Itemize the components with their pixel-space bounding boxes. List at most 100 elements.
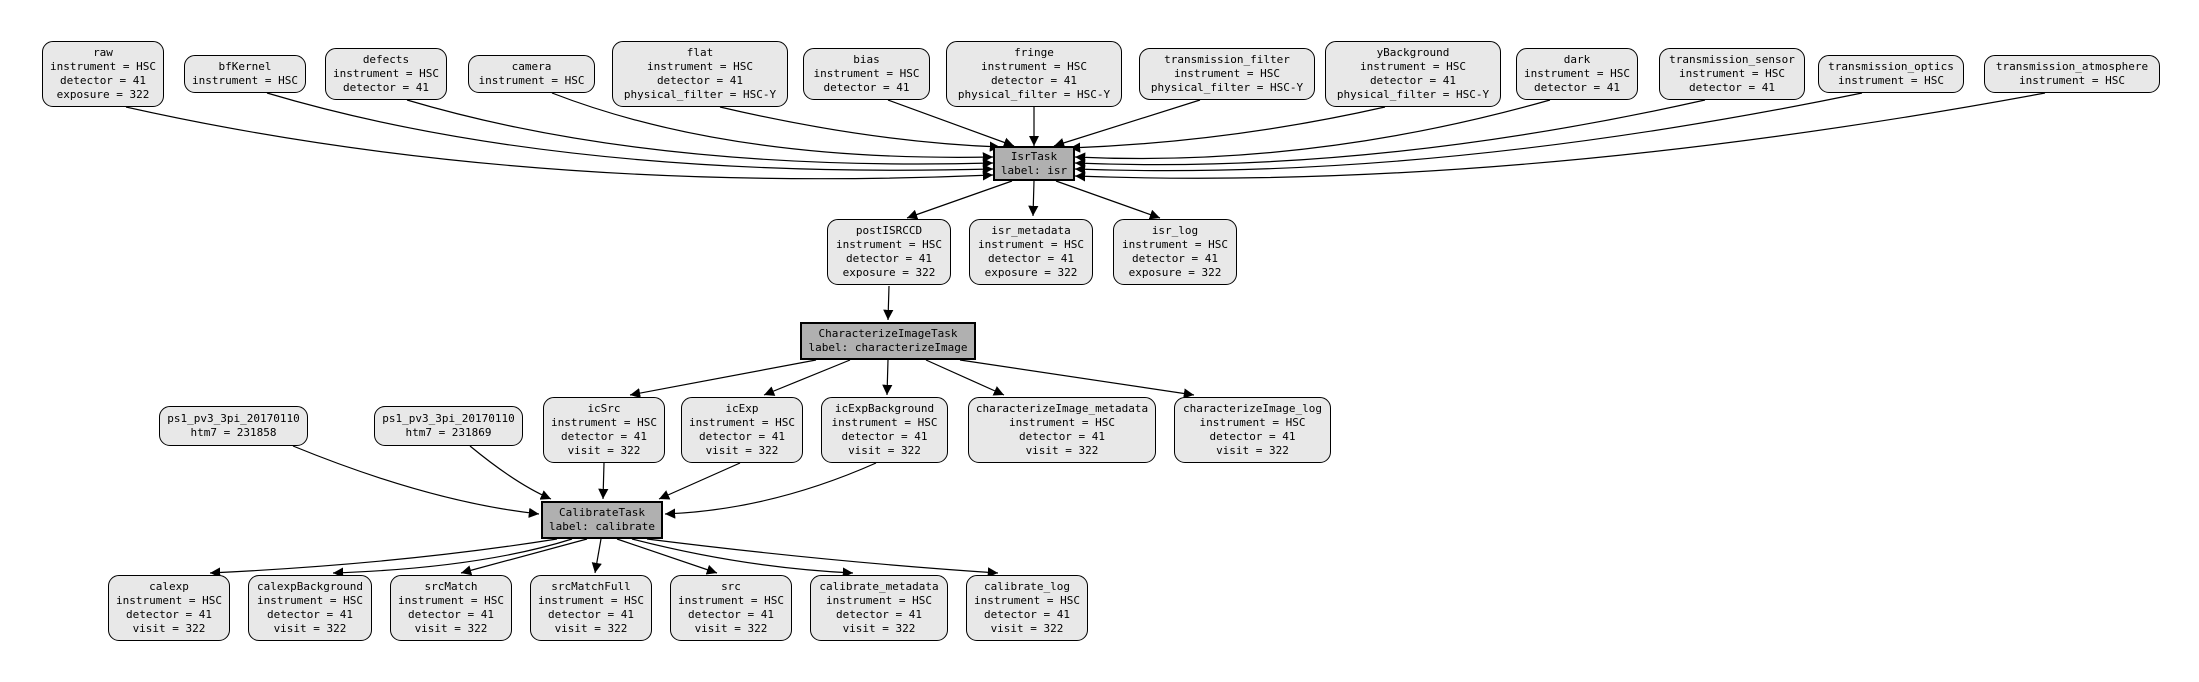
node-attr-line: instrument = HSC (1679, 67, 1785, 80)
node-title: srcMatchFull (551, 580, 631, 593)
node-attr-line: physical_filter = HSC-Y (1336, 88, 1490, 101)
node-title: transmission_sensor (1669, 53, 1795, 66)
node-attr-line: instrument = HSC (538, 594, 644, 607)
node-title: ps1_pv3_3pi_20170110 (382, 412, 515, 425)
node-title: isr_log (1151, 224, 1199, 237)
node-transmission_optics: transmission_optics instrument = HSC (1818, 55, 1964, 93)
node-attr-line: instrument = HSC (831, 416, 938, 429)
edge-characterizeImage-metadata (925, 359, 1005, 396)
node-attr-line: exposure = 322 (842, 266, 936, 279)
node-title: srcMatch (424, 580, 478, 593)
node-attr-line: detector = 41 (59, 74, 147, 87)
edge-calibrate-srcMatchFull (591, 538, 602, 574)
node-title: calibrate_metadata (819, 580, 939, 593)
node-attr-line: detector = 41 (656, 74, 744, 87)
node-title: fringe (1014, 46, 1054, 59)
node-title: icExp (725, 402, 759, 415)
node-attr-line: visit = 322 (132, 622, 206, 635)
edge-transmission_atmosphere-isr (1074, 92, 2046, 182)
node-title: transmission_filter (1164, 53, 1290, 66)
node-attr-line: detector = 41 (990, 74, 1078, 87)
node-attr-line: visit = 322 (1025, 444, 1099, 457)
node-attr-line: detector = 41 (1209, 430, 1296, 443)
node-title: raw (93, 46, 113, 59)
node-attr-line: detector = 41 (125, 608, 213, 621)
node-attr-line: visit = 322 (414, 622, 488, 635)
node-characterizeImage_metadata: characterizeImage_metadata instrument = … (968, 397, 1156, 463)
node-ps1_pv3_3pi_20170110-231858: ps1_pv3_3pi_20170110 htm7 = 231858 (159, 406, 308, 446)
node-attr-line: instrument = HSC (116, 594, 222, 607)
node-title: postISRCCD (855, 224, 923, 237)
node-attr-line: detector = 41 (698, 430, 786, 443)
node-CharacterizeImageTask: CharacterizeImageTask label: characteriz… (800, 322, 976, 360)
node-attr-line: detector = 41 (835, 608, 923, 621)
node-title: ps1_pv3_3pi_20170110 (167, 412, 300, 425)
node-title: calibrate_log (983, 580, 1071, 593)
node-attr-line: detector = 41 (845, 252, 933, 265)
node-attr-line: htm7 = 231869 (405, 426, 492, 439)
node-attrs: label: isr (1001, 164, 1067, 178)
node-title: characterizeImage_log (1182, 402, 1323, 415)
node-attr-line: label: isr (1000, 163, 1068, 177)
edge-calibrate-log (646, 538, 999, 578)
node-IsrTask: IsrTask label: isr (993, 146, 1075, 181)
node-attr-line: instrument = HSC (836, 238, 942, 251)
node-attr-line: instrument = HSC (1524, 67, 1630, 80)
edge-bias-isr (887, 99, 1015, 148)
node-attr-line: instrument = HSC (974, 594, 1080, 607)
node-ps1_pv3_3pi_20170110-231869: ps1_pv3_3pi_20170110 htm7 = 231869 (374, 406, 523, 446)
node-attrs: htm7 = 231869 (405, 426, 491, 440)
edge-defects-isr (406, 99, 994, 169)
node-attr-line: label: calibrate (549, 520, 655, 533)
node-title: characterizeImage_metadata (975, 402, 1149, 415)
node-attr-line: visit = 322 (705, 444, 779, 457)
node-attr-line: visit = 322 (848, 444, 921, 457)
edge-transmission_sensor-isr (1074, 99, 1706, 169)
edge-postISRCCD-characterizeImage (883, 285, 894, 321)
node-attrs: instrument = HSC (192, 74, 298, 88)
node-attr-line: instrument = HSC (1199, 416, 1306, 429)
node-title: CalibrateTask (558, 506, 646, 519)
node-attr-line: visit = 322 (1216, 444, 1289, 457)
node-attr-line: instrument = HSC (192, 74, 298, 87)
edge-isr-isr_log (1055, 180, 1161, 220)
node-title: dark (1563, 53, 1591, 66)
edge-raw-isr (125, 106, 994, 181)
node-camera: camera instrument = HSC (468, 55, 595, 93)
node-title: src (721, 580, 741, 593)
node-CalibrateTask: CalibrateTask label: calibrate (541, 501, 663, 539)
node-attr-line: instrument = HSC (1360, 60, 1466, 73)
node-attr-line: instrument = HSC (50, 60, 156, 73)
edge-bfKernel-isr (266, 92, 994, 175)
node-title: icExpBackground (834, 402, 935, 415)
node-attr-line: physical_filter = HSC-Y (623, 88, 777, 101)
node-attr-line: detector = 41 (983, 608, 1071, 621)
node-title: transmission_optics (1828, 60, 1954, 73)
node-attr-line: detector = 41 (560, 430, 648, 443)
node-attr-line: instrument = HSC (678, 594, 784, 607)
node-attr-line: label: characterizeImage (808, 341, 968, 354)
edge-isr-isr_metadata (1028, 180, 1039, 217)
edge-icExpBackground-calibrate (664, 462, 877, 519)
node-title: yBackground (1376, 46, 1450, 59)
edge-calibrate-src (616, 538, 718, 575)
